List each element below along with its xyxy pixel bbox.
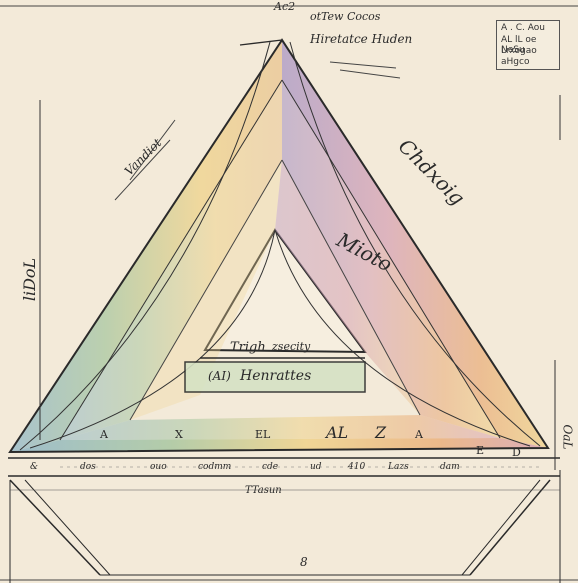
right-curve xyxy=(289,41,541,447)
bottom-caption: TTasun xyxy=(245,485,282,496)
inner-text-1: Trigh xyxy=(230,340,266,355)
inner-text-2: zsecity xyxy=(272,340,311,353)
ruler-mark-9: dam xyxy=(440,462,460,472)
ruler-mark-8: Lazs xyxy=(388,462,409,472)
left-lower-curve xyxy=(29,229,276,449)
ruler-mark-6: ud xyxy=(310,462,322,472)
base-letter-6: A xyxy=(415,428,423,441)
right-lower-curve xyxy=(274,229,531,447)
ruler-mark-4: codmm xyxy=(198,462,232,472)
ruler-mark-2: dos xyxy=(80,462,96,472)
apex-stroke xyxy=(239,39,283,46)
legend-line-1: A . C. Aou xyxy=(501,23,545,33)
right-fold xyxy=(275,160,420,415)
base-letter-3: EL xyxy=(255,428,271,441)
lower-right-diagonal xyxy=(469,479,551,576)
legend-box: A . C. Aou AL lL oe NeSu Lrxogao aHgco xyxy=(496,20,560,70)
base-letter-2: X xyxy=(175,428,183,441)
right-inner-line xyxy=(281,79,501,439)
lower-right-diagonal-2 xyxy=(461,479,541,576)
lower-left-diagonal-2 xyxy=(24,479,111,576)
top-right-label: otTew Cocos xyxy=(310,10,381,23)
legend-line-4: aHgco xyxy=(501,57,530,67)
lower-left-diagonal xyxy=(9,479,101,576)
top-right-hatch xyxy=(329,61,401,79)
bottom-mark: 8 xyxy=(300,555,308,569)
base-inner-band xyxy=(60,415,500,440)
legend-line-3: Lrxogao xyxy=(501,46,537,56)
ruler-mark-7: 410 xyxy=(348,462,366,472)
ruler-mark-5: cde xyxy=(262,462,279,472)
left-inner-line xyxy=(59,79,283,441)
left-margin-label: liDoL xyxy=(20,257,40,302)
left-hatch xyxy=(114,119,176,201)
top-left-label: Ac2 xyxy=(274,0,296,13)
base-letter-5: Z xyxy=(375,423,387,442)
ruler-mark-1: & xyxy=(30,462,39,472)
base-letter-4: AL xyxy=(326,423,349,442)
inner-box-prefix: (AI) xyxy=(208,369,231,383)
legend-line-2: AL lL oe NeSu xyxy=(501,35,537,55)
bottom-right-letter-2: D xyxy=(512,446,521,459)
inner-label-box xyxy=(184,361,366,393)
inner-box-text: Henrattes xyxy=(240,368,312,384)
left-mid-line xyxy=(129,159,283,421)
bottom-right-letter-1: E xyxy=(476,444,485,457)
base-letter-1: A xyxy=(100,428,108,441)
left-curve xyxy=(19,41,271,451)
apex-title: Hiretatce Huden xyxy=(310,32,413,46)
ruler-mark-3: ouo xyxy=(150,462,167,472)
right-mid-line xyxy=(281,159,421,416)
right-margin-label: OaL xyxy=(560,424,575,450)
outer-outline xyxy=(8,38,550,454)
